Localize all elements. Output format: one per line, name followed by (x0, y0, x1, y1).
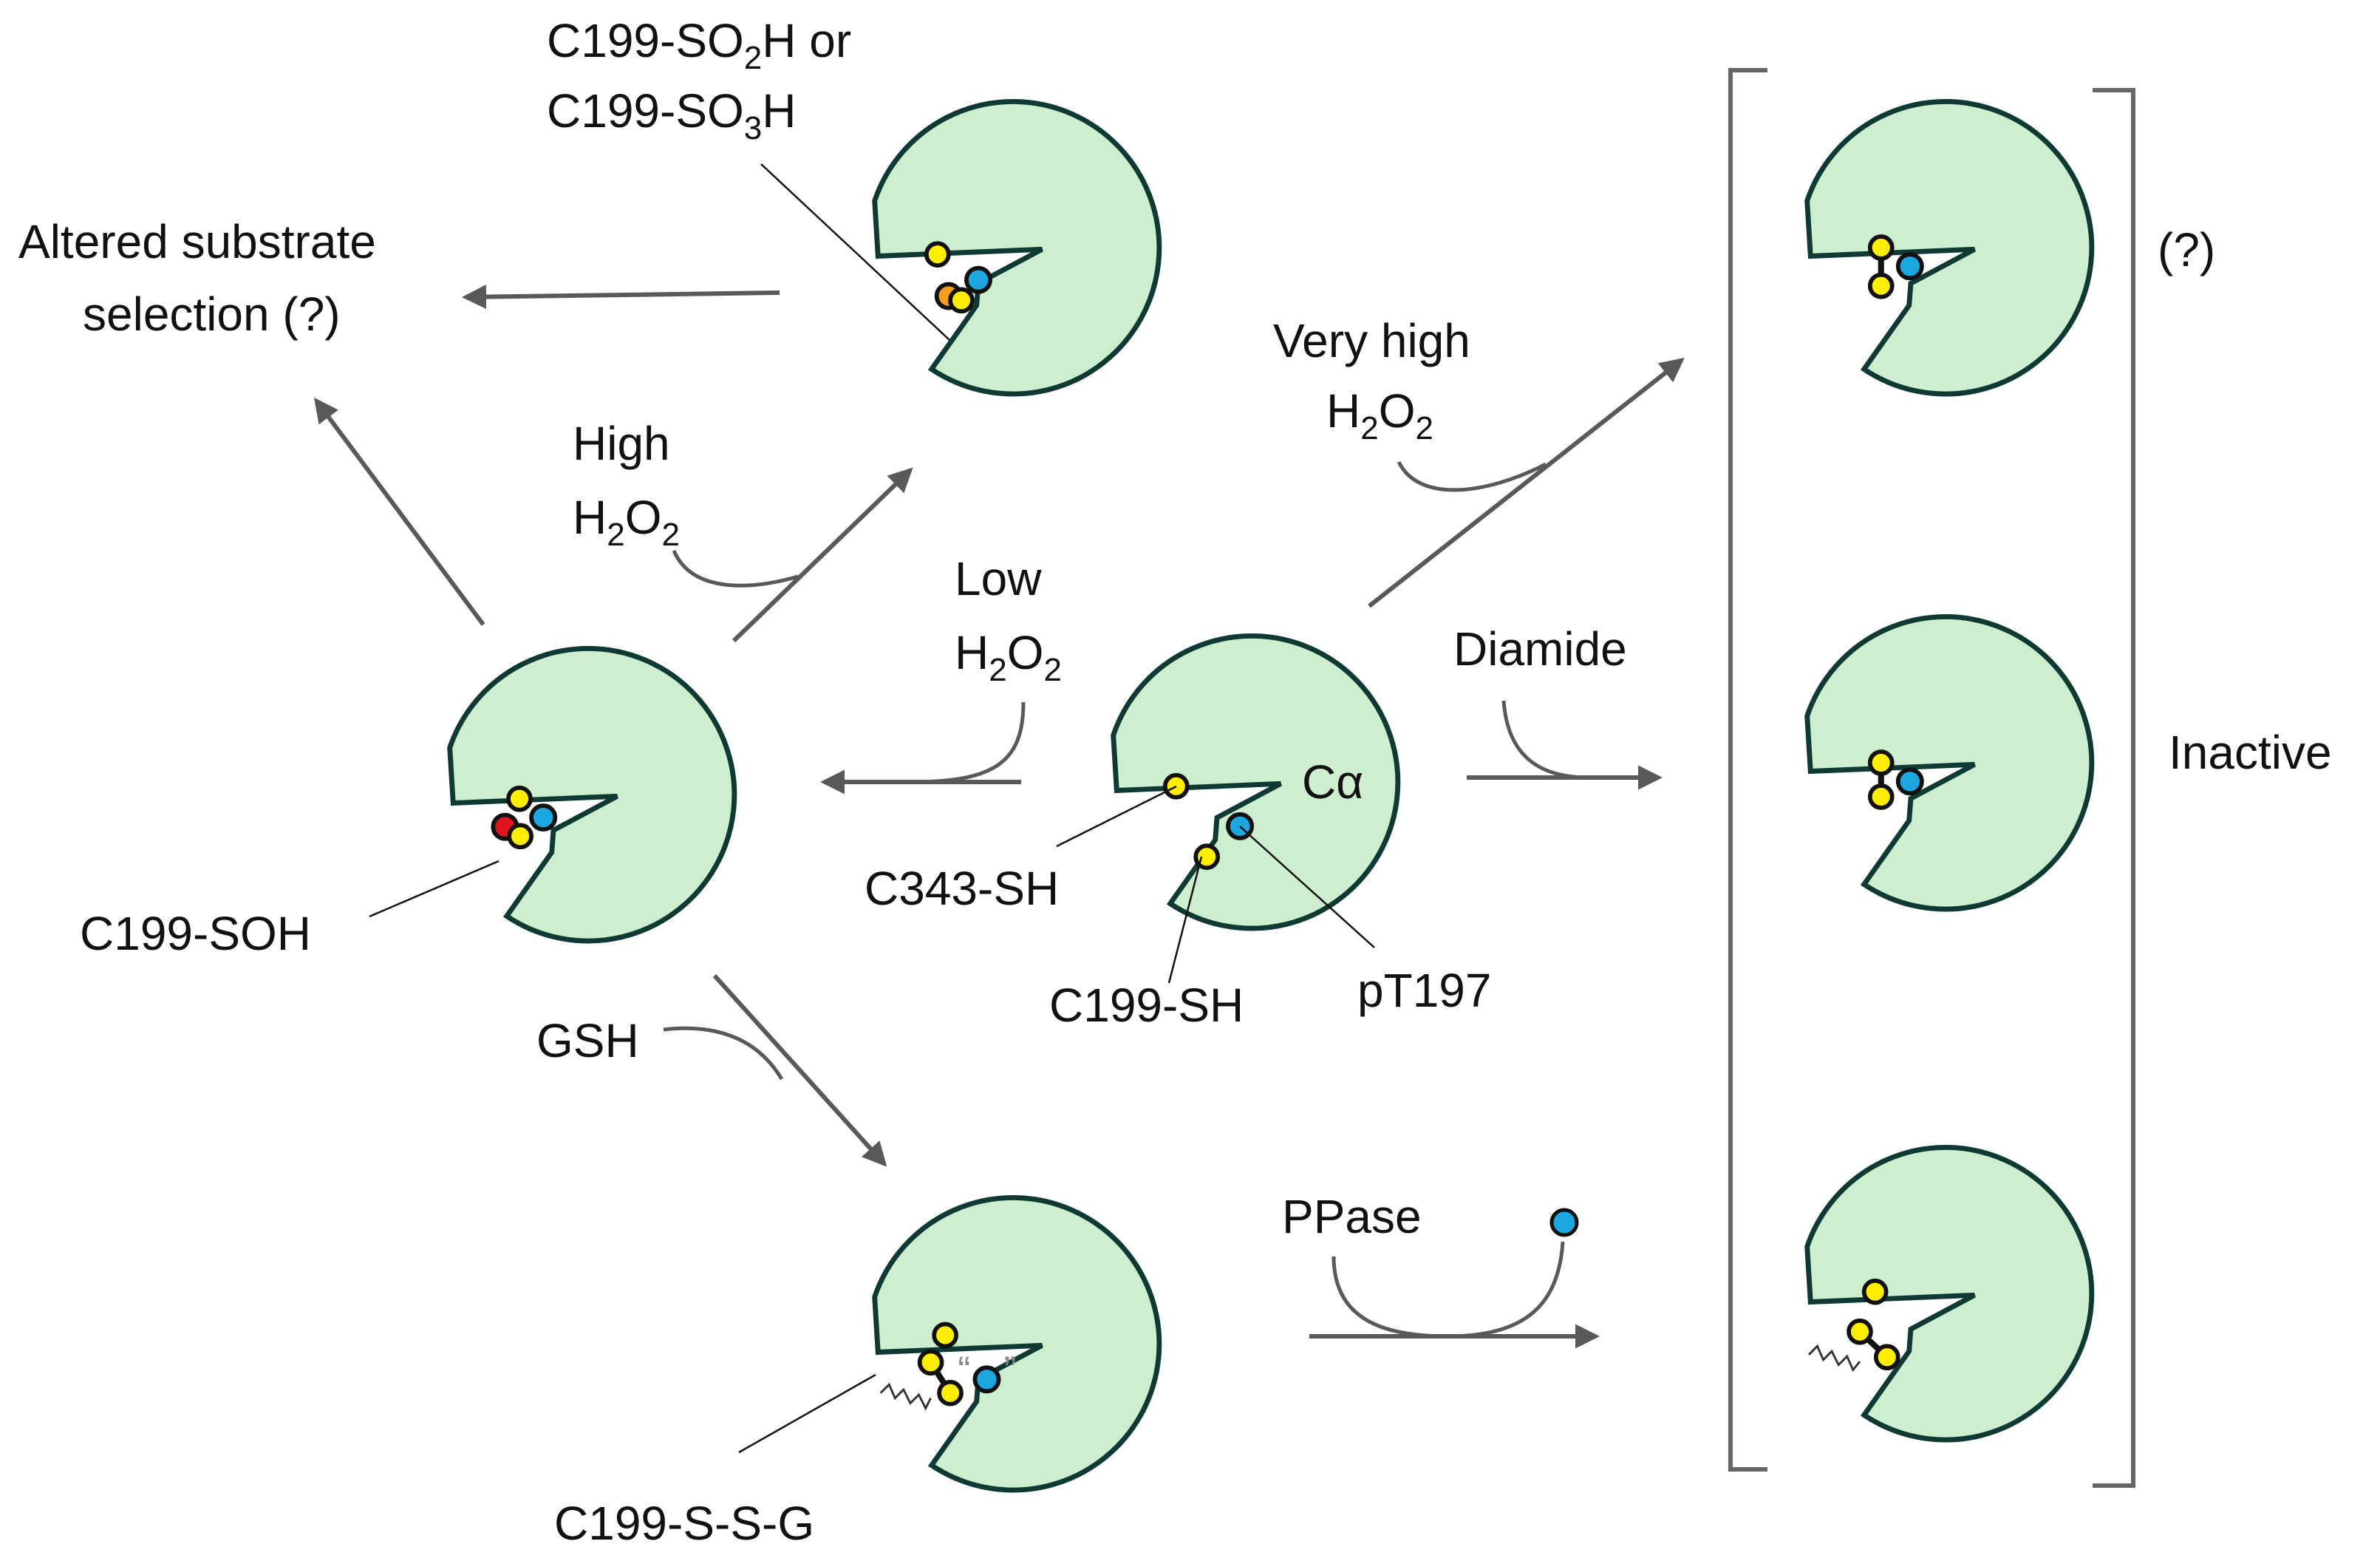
curve-low-h2o2 (912, 701, 1026, 784)
quote-open: “ (958, 1349, 970, 1391)
leader-c199-sulfinic (760, 163, 950, 341)
curve-ppase (1331, 1241, 1565, 1339)
enzyme-center-body (1111, 633, 1401, 931)
diamide-label: Diamide (1453, 622, 1627, 676)
low-label: Low (955, 552, 1042, 605)
c199-sulfonic-label: C199-SO3H (547, 84, 796, 146)
gsh-label: GSH (536, 1014, 639, 1067)
quote-close: ” (1004, 1349, 1017, 1391)
c199sh-label: C199-SH (1049, 979, 1244, 1032)
glutathione-zigzag (1807, 1344, 1861, 1373)
arrow-to-altered-selection (314, 398, 485, 626)
glutathione-zigzag (879, 1382, 932, 1411)
arrow-high-h2o2 (732, 467, 913, 643)
arrow-sulfinic-to-altered (462, 285, 780, 310)
very-high-label: Very high (1273, 314, 1470, 367)
ppase-label: PPase (1282, 1190, 1422, 1243)
inactive-bracket-left (1728, 68, 1767, 1472)
low-h2o2-label: H2O2 (955, 626, 1062, 688)
arrow-very-high-h2o2 (1368, 357, 1685, 608)
cys199-thiol-dot (948, 287, 975, 314)
cys199-thiol-dot (1847, 1318, 1873, 1345)
leader-c199ssg (738, 1373, 876, 1454)
cys343-thiol-dot (1861, 1278, 1889, 1305)
c199ssg-label: C199-S-S-G (554, 1497, 814, 1550)
glutathione-sulfur-dot (937, 1379, 964, 1407)
pt197-label: pT197 (1357, 964, 1491, 1017)
cys343-thiol-dot (1867, 749, 1895, 776)
glutathione-sulfur-dot (1873, 1344, 1900, 1371)
cys199-thiol-dot (1867, 783, 1895, 810)
leader-c343 (1056, 785, 1177, 848)
altered-selection-label-line1: Altered substrate (18, 215, 376, 268)
enzyme-sulfenic-body (447, 645, 737, 944)
question-label: (?) (2158, 223, 2215, 276)
c343-label: C343-SH (865, 862, 1059, 915)
leader-pt197 (1239, 826, 1375, 948)
enzyme-inactive-3-body (1804, 1144, 2095, 1443)
high-h2o2-label: H2O2 (573, 491, 680, 553)
cys343-thiol-dot (924, 241, 951, 268)
arrow-gsh (712, 973, 887, 1167)
enzyme-sulfinic-body (872, 98, 1162, 397)
very-high-h2o2-label: H2O2 (1326, 384, 1433, 446)
cys199-thiol-dot (1193, 843, 1221, 871)
cys343-thiol-dot (506, 785, 533, 812)
cys199-thiol-dot (1867, 272, 1895, 299)
altered-selection-label-line2: selection (?) (83, 288, 341, 341)
curve-diamide (1501, 700, 1589, 780)
cys199-thiol-dot (507, 823, 533, 850)
high-label: High (573, 417, 670, 470)
cys343-thiol-dot (1867, 234, 1895, 261)
inactive-label: Inactive (2169, 726, 2332, 779)
enzyme-glutathionylated: “ ” (872, 1194, 1162, 1493)
calpha-label: Cα (1302, 755, 1363, 809)
pt197-phosphate-dot (529, 803, 558, 832)
enzyme-sulfenic (447, 645, 737, 944)
enzyme-inactive-1-body (1804, 98, 2095, 397)
curve-very-high-h2o2 (1397, 460, 1547, 492)
curve-high-h2o2 (672, 550, 799, 588)
enzyme-inactive-3 (1804, 1144, 2095, 1443)
released-phosphate-dot (1549, 1208, 1579, 1237)
inactive-bracket-right (2093, 88, 2135, 1488)
enzyme-glutathionylated-body (872, 1194, 1162, 1493)
pt197-phosphate-dot (972, 1365, 1001, 1394)
pt197-phosphate-dot (1895, 252, 1924, 281)
c199-sulfinic-label: C199-SO2H or (547, 14, 851, 76)
leader-c199soh (369, 860, 499, 918)
c199soh-label: C199-SOH (80, 907, 311, 960)
cys199-thiol-dot (917, 1349, 944, 1376)
enzyme-center (1111, 633, 1401, 931)
enzyme-inactive-1 (1804, 98, 2095, 397)
pt197-phosphate-dot (1895, 767, 1924, 796)
enzyme-inactive-2 (1804, 613, 2095, 912)
enzyme-sulfinic (872, 98, 1162, 397)
curve-gsh (663, 1026, 784, 1081)
cys343-thiol-dot (932, 1322, 958, 1349)
leader-c199sh (1167, 856, 1203, 984)
enzyme-inactive-2-body (1804, 613, 2095, 912)
pt197-phosphate-dot (964, 265, 992, 294)
